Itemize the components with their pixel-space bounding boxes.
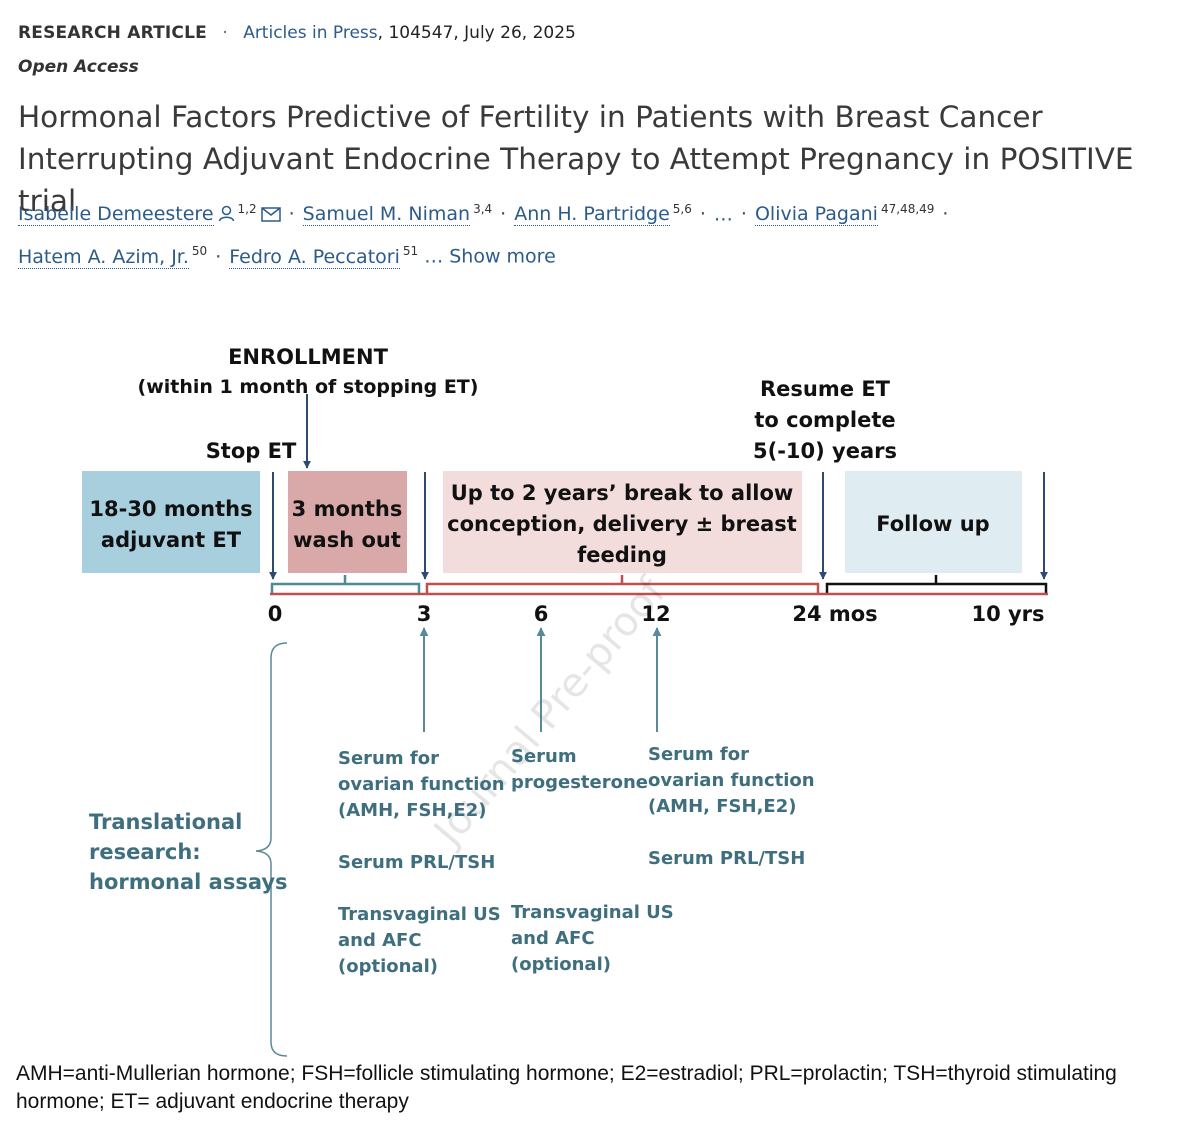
assay-text: (optional) [338, 956, 438, 977]
assay-text: Transvaginal US [338, 904, 501, 925]
assay-text: progesterone [511, 772, 648, 793]
break-bracket [425, 575, 820, 594]
followup-box-line: Follow up [876, 512, 989, 536]
translational-label-line: Translational [89, 810, 242, 834]
author-separator: · [500, 203, 507, 226]
tick-label: 12 [641, 602, 670, 626]
break-box-line: feeding [577, 543, 667, 567]
washout-box-line: 3 months [292, 497, 403, 521]
person-icon[interactable] [218, 199, 235, 234]
enrollment-subtitle: (within 1 month of stopping ET) [138, 376, 479, 398]
author-affiliation: 51 [402, 244, 419, 259]
assay-text: Serum for [338, 748, 439, 769]
author-name[interactable]: Olivia Pagani [754, 203, 878, 227]
tick-label: 10 yrs [971, 602, 1044, 626]
assay-text: Serum [511, 746, 577, 767]
resume-et-line: Resume ET [760, 377, 891, 401]
author-name[interactable]: Ann H. Partridge [514, 203, 670, 227]
article-meta: RESEARCH ARTICLE · Articles in Press, 10… [18, 22, 576, 44]
break-box-line: Up to 2 years’ break to allow [451, 481, 794, 505]
meta-separator: · [222, 23, 228, 43]
author-item[interactable]: Isabelle Demeestere 1,2 [18, 202, 281, 227]
followup-box [845, 471, 1022, 573]
tick-label: 24 mos [792, 602, 877, 626]
article-title: Hormonal Factors Predictive of Fertility… [18, 100, 1134, 218]
washout-box-line: wash out [293, 528, 401, 552]
washout-bracket [270, 575, 421, 594]
resume-et-line: to complete [754, 408, 895, 432]
translational-label-line: hormonal assays [89, 870, 288, 894]
author-affiliation: 3,4 [473, 202, 493, 216]
open-access-label: Open Access [18, 57, 139, 77]
resume-et-line: 5(-10) years [753, 439, 897, 463]
adjuvant-box-line: 18-30 months [89, 497, 252, 521]
assay-text: Serum PRL/TSH [648, 848, 805, 869]
washout-box [288, 471, 407, 573]
break-box [443, 471, 802, 573]
author-separator: · [699, 203, 706, 226]
assay-text: Transvaginal US [511, 902, 674, 923]
assay-text: (AMH, FSH,E2) [338, 800, 486, 821]
author-affiliation: 1,2 [237, 202, 257, 216]
show-more-authors-link[interactable]: … Show more [424, 245, 556, 268]
tick-label: 3 [417, 602, 432, 626]
author-ellipsis: … [713, 203, 733, 226]
adjuvant-box-line: adjuvant ET [101, 528, 242, 552]
journal-status-link[interactable]: Articles in Press [243, 23, 378, 43]
author-separator: · [215, 245, 222, 268]
author-affiliation: 50 [191, 244, 208, 259]
figure-caption: AMH=anti-Mullerian hormone; FSH=follicle… [16, 1062, 1117, 1113]
email-icon[interactable] [260, 199, 281, 234]
break-box-line: conception, delivery ± breast [447, 512, 797, 536]
author-name[interactable]: Hatem A. Azim, Jr. [18, 245, 189, 269]
assay-text: Serum for [648, 744, 749, 765]
tick-label: 6 [534, 602, 549, 626]
stop-et-label: Stop ET [206, 439, 297, 463]
assay-text: ovarian function [338, 774, 505, 795]
assay-text: and AFC [338, 930, 422, 951]
tick-label: 0 [268, 602, 283, 626]
translational-brace [255, 642, 288, 1057]
month3-assays: Serum for ovarian function (AMH, FSH,E2)… [338, 748, 505, 977]
month12-assays: Serum for ovarian function (AMH, FSH,E2)… [648, 744, 815, 869]
adjuvant-et-box [82, 471, 260, 573]
author-separator: · [740, 203, 747, 226]
author-separator: · [288, 203, 295, 226]
citation-info: , 104547, July 26, 2025 [377, 23, 576, 43]
author-name[interactable]: Fedro A. Peccatori [229, 245, 400, 269]
author-name[interactable]: Samuel M. Niman [302, 203, 471, 227]
author-item[interactable]: Hatem A. Azim, Jr.50 [18, 244, 208, 269]
month6-assays: Serum progesterone Transvaginal US and A… [511, 746, 674, 975]
author-affiliation: 5,6 [672, 202, 692, 216]
assay-text: (optional) [511, 954, 611, 975]
author-separator: · [942, 203, 949, 226]
translational-label-line: research: [89, 840, 201, 864]
assay-text: (AMH, FSH,E2) [648, 796, 796, 817]
author-affiliation: 47,48,49 [880, 202, 935, 216]
assay-text: Serum PRL/TSH [338, 852, 495, 873]
assay-text: and AFC [511, 928, 595, 949]
author-name[interactable]: Isabelle Demeestere [18, 203, 214, 227]
enrollment-title: ENROLLMENT [228, 345, 389, 369]
followup-bracket [825, 575, 1048, 594]
assay-text: ovarian function [648, 770, 815, 791]
article-type-label: RESEARCH ARTICLE [18, 23, 207, 43]
